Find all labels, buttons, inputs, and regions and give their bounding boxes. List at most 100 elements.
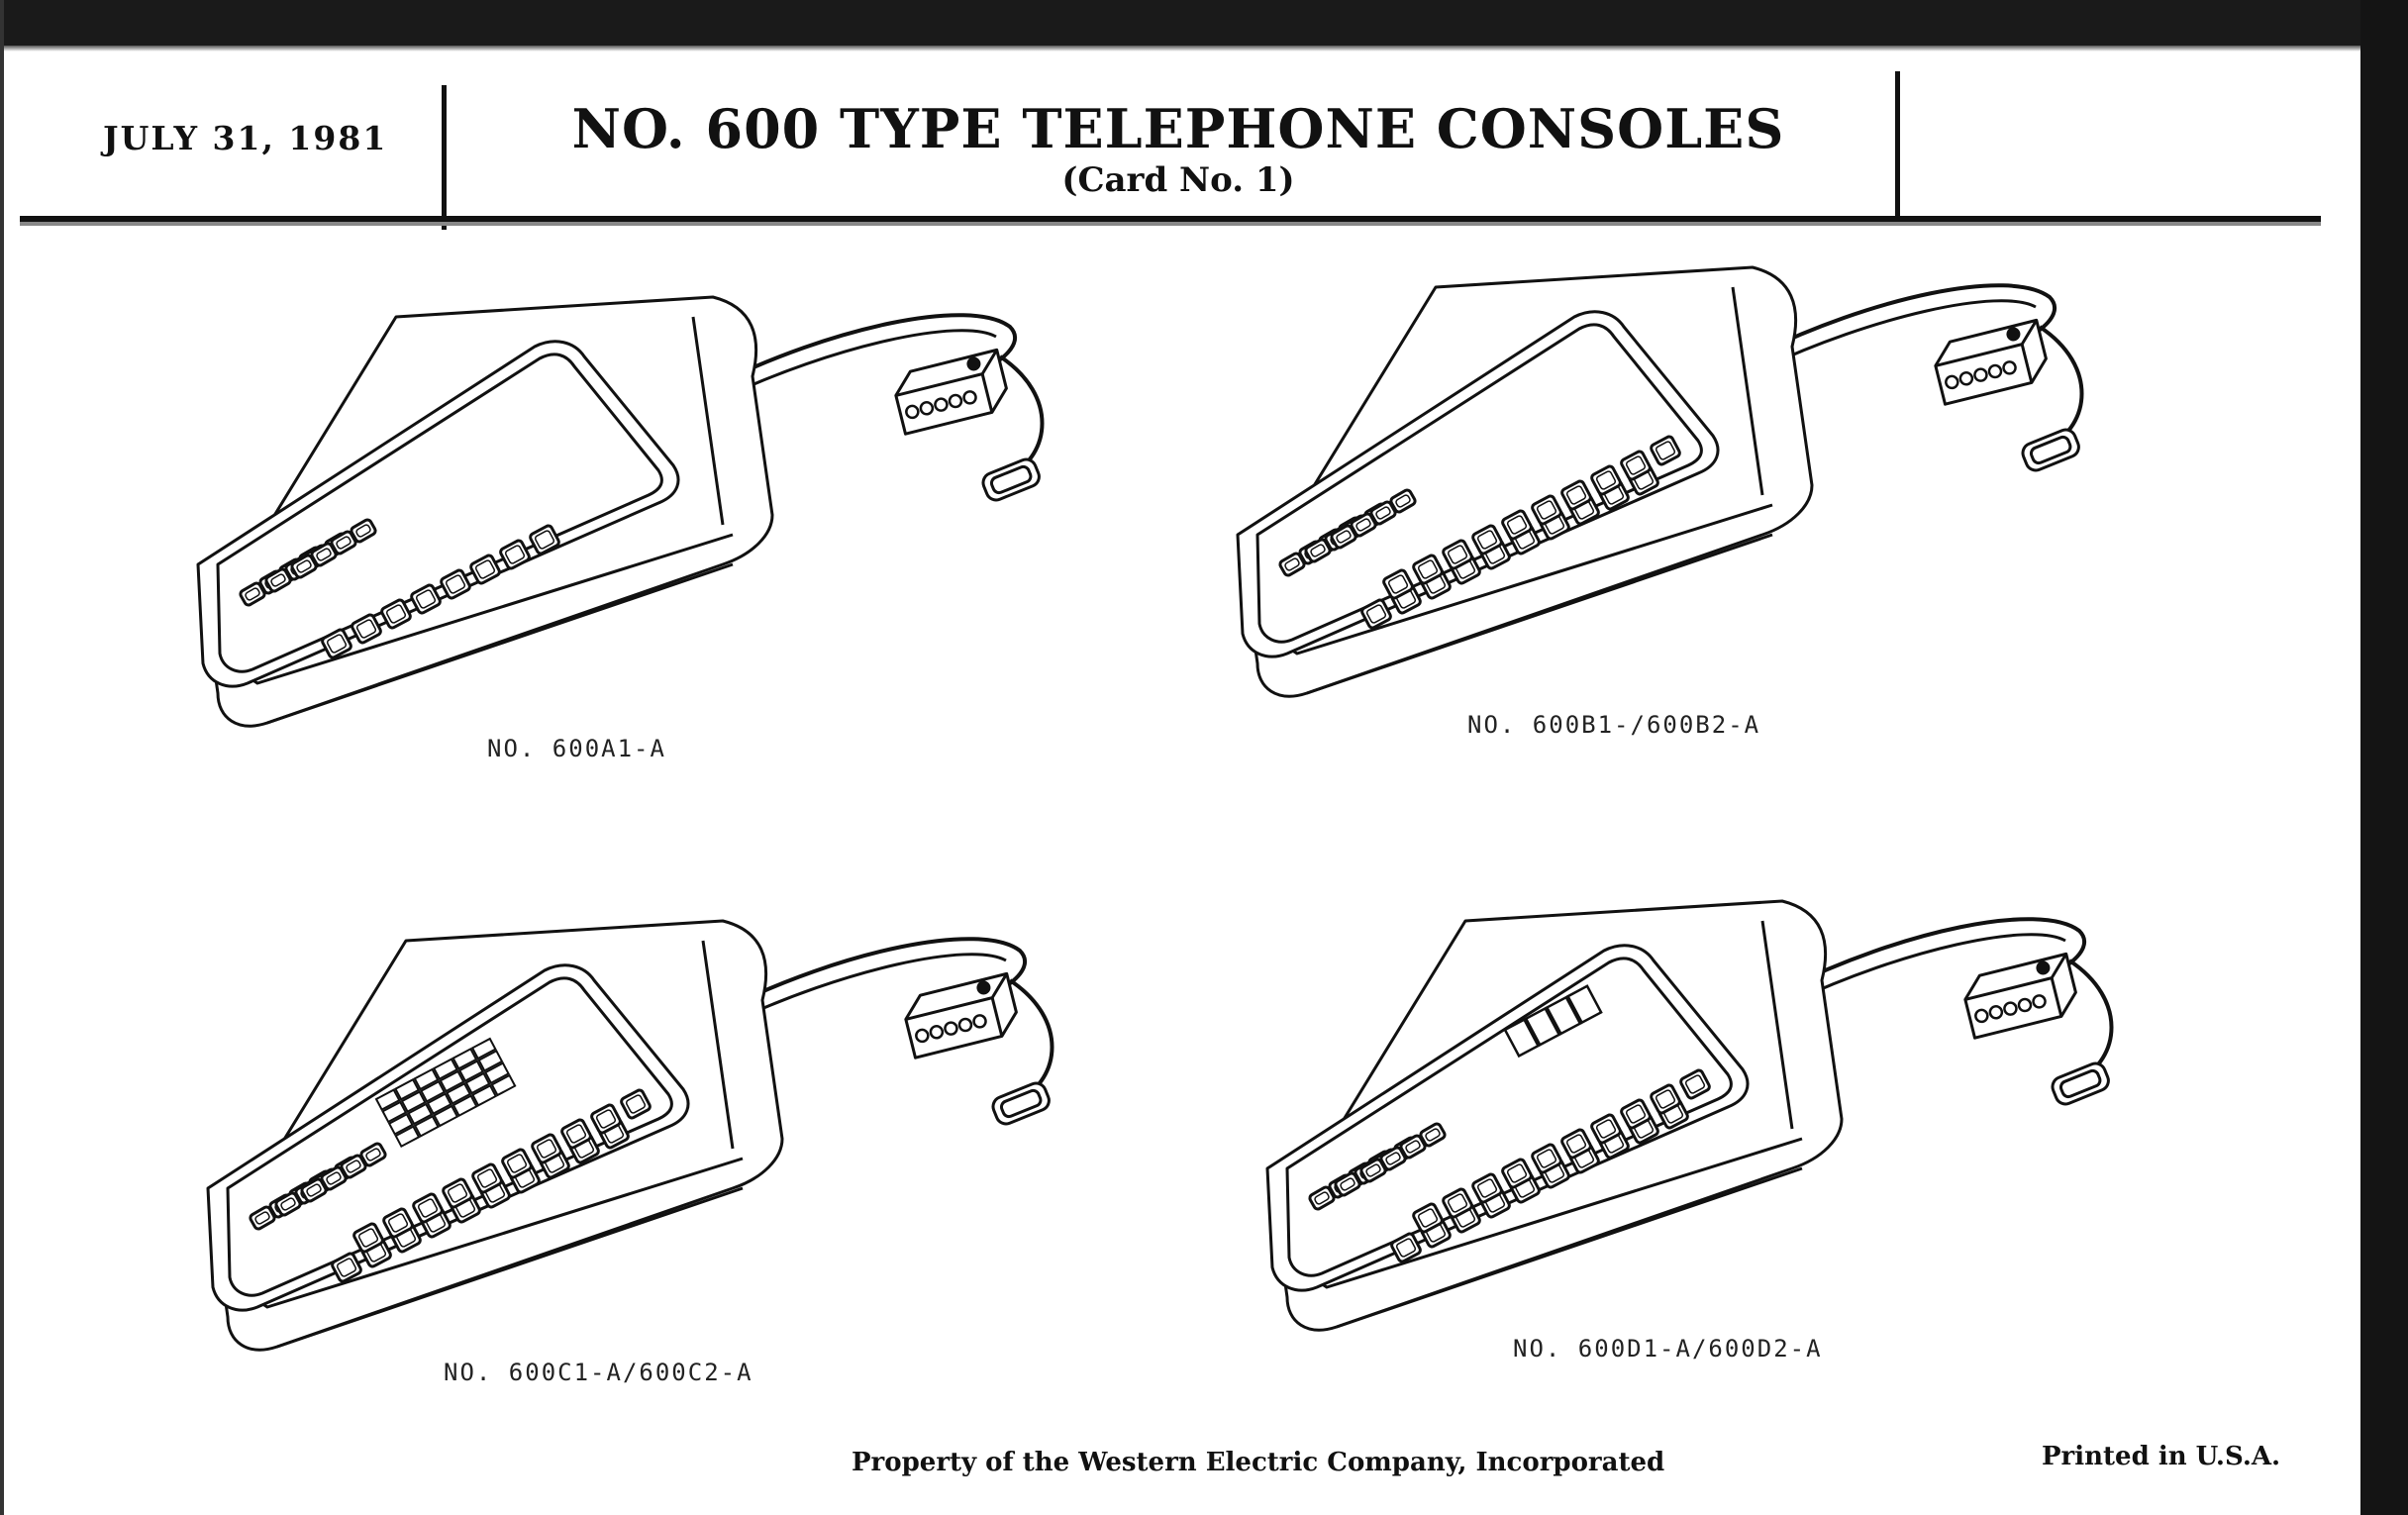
face-plate: [1236, 310, 1720, 658]
key-cap-inner: [1625, 1104, 1647, 1124]
call-key: [1390, 1232, 1422, 1263]
connector-pin: [1973, 367, 1988, 382]
call-key: [1471, 1172, 1503, 1204]
key-cap: [590, 1103, 622, 1135]
key-cap-inner: [336, 1258, 357, 1277]
call-key: [1531, 494, 1562, 526]
connector-pin: [2002, 360, 2017, 375]
plug-face: [2058, 1068, 2102, 1099]
key-cap-inner: [1395, 494, 1411, 508]
lamp-cell: [457, 1060, 484, 1082]
connector-pin: [1958, 371, 1974, 386]
key-cap-inner: [504, 545, 526, 564]
key-cap-inner: [1365, 604, 1387, 624]
plug-face: [989, 464, 1033, 495]
key-cap: [1650, 1083, 1681, 1115]
housing-edge: [1306, 286, 1773, 695]
key-cap-inner: [1425, 1128, 1441, 1142]
feature-key: [1389, 488, 1417, 514]
key-cap-inner: [1417, 1208, 1439, 1228]
call-key: [1382, 568, 1414, 600]
call-key: [352, 1222, 384, 1254]
key-cap: [1620, 450, 1652, 481]
call-key: [440, 568, 471, 600]
call-key: [410, 583, 442, 615]
key-cap: [350, 518, 377, 544]
junction-box: [894, 348, 1008, 436]
call-key: [331, 1252, 362, 1283]
key-cap: [529, 524, 560, 556]
feature-key: [1419, 1122, 1447, 1148]
key-cap: [1382, 568, 1414, 600]
call-key: [529, 524, 560, 556]
junction-box: [1963, 952, 2077, 1040]
key-cap-inner: [1684, 1074, 1706, 1094]
plug-face: [999, 1088, 1043, 1119]
key-cap-inner: [474, 559, 496, 579]
key-cap-inner: [1447, 545, 1468, 564]
key-cap-inner: [447, 1183, 468, 1203]
console-600a1-illustration: [196, 295, 1045, 728]
key-cap-inner: [385, 604, 407, 624]
housing-edge: [1336, 920, 1803, 1329]
key-cap: [1390, 1232, 1422, 1263]
lamp-cell: [477, 1049, 504, 1072]
key-cap-inner: [346, 1160, 361, 1173]
plug-body: [991, 1081, 1051, 1126]
plug-body: [2021, 428, 2080, 472]
key-cap-inner: [565, 1124, 587, 1144]
key-cap: [620, 1088, 652, 1120]
connector-pin: [2017, 997, 2033, 1013]
key-cap-inner: [270, 573, 286, 587]
key-cap-inner: [1476, 1178, 1498, 1198]
lamp-cell: [394, 1077, 421, 1101]
card-date: JULY 31, 1981: [103, 119, 388, 157]
key-cap-inner: [387, 1213, 409, 1233]
key-cap-inner: [355, 524, 371, 538]
key-cap-inner: [355, 619, 377, 639]
junction-box-screw: [2036, 960, 2051, 975]
key-cap-inner: [1506, 515, 1528, 535]
connector-pin: [2032, 994, 2047, 1009]
lamp-cell: [381, 1100, 408, 1124]
plug-body: [981, 457, 1041, 502]
key-cap-inner: [445, 574, 466, 594]
key-cap: [1412, 554, 1444, 585]
feature-key: [1334, 1171, 1361, 1197]
call-key: [620, 1088, 652, 1120]
key-cap: [1590, 464, 1622, 496]
caption-600c: NO. 600C1-A/600C2-A: [444, 1359, 753, 1386]
key-cap: [410, 583, 442, 615]
key-cap-inner: [326, 1171, 342, 1185]
display-digit: [1524, 1006, 1561, 1047]
key-cap-inner: [357, 1228, 379, 1248]
key-cap-inner: [1395, 1238, 1417, 1258]
key-cap-inner: [306, 1183, 322, 1197]
plug-body: [2051, 1061, 2110, 1106]
lamp-cell: [432, 1058, 458, 1080]
key-cap-inner: [1506, 1163, 1528, 1183]
call-key: [531, 1133, 562, 1164]
call-key: [1620, 450, 1652, 481]
key-cap: [321, 628, 352, 659]
key-cap: [1442, 1187, 1473, 1219]
junction-box-screw: [2006, 327, 2021, 342]
lamp-cell: [471, 1084, 498, 1107]
key-cap-inner: [536, 1139, 557, 1159]
feature-key: [340, 1154, 367, 1179]
key-cap-inner: [1417, 559, 1439, 579]
call-key: [560, 1118, 592, 1150]
key-cap-inner: [316, 548, 332, 561]
call-key: [469, 554, 501, 585]
line-cord-inner: [732, 953, 1007, 1024]
key-cap: [1560, 1128, 1592, 1160]
lamp-cell: [439, 1069, 465, 1093]
feature-key: [1350, 512, 1377, 538]
caption-600b: NO. 600B1-/600B2-A: [1467, 711, 1761, 739]
key-cap: [1620, 1098, 1652, 1130]
key-cap-inner: [1375, 506, 1391, 520]
key-cap-inner: [1625, 455, 1647, 475]
lamp-cell: [394, 1125, 421, 1149]
key-cap-inner: [1595, 470, 1617, 490]
key-cap: [1419, 1122, 1447, 1148]
